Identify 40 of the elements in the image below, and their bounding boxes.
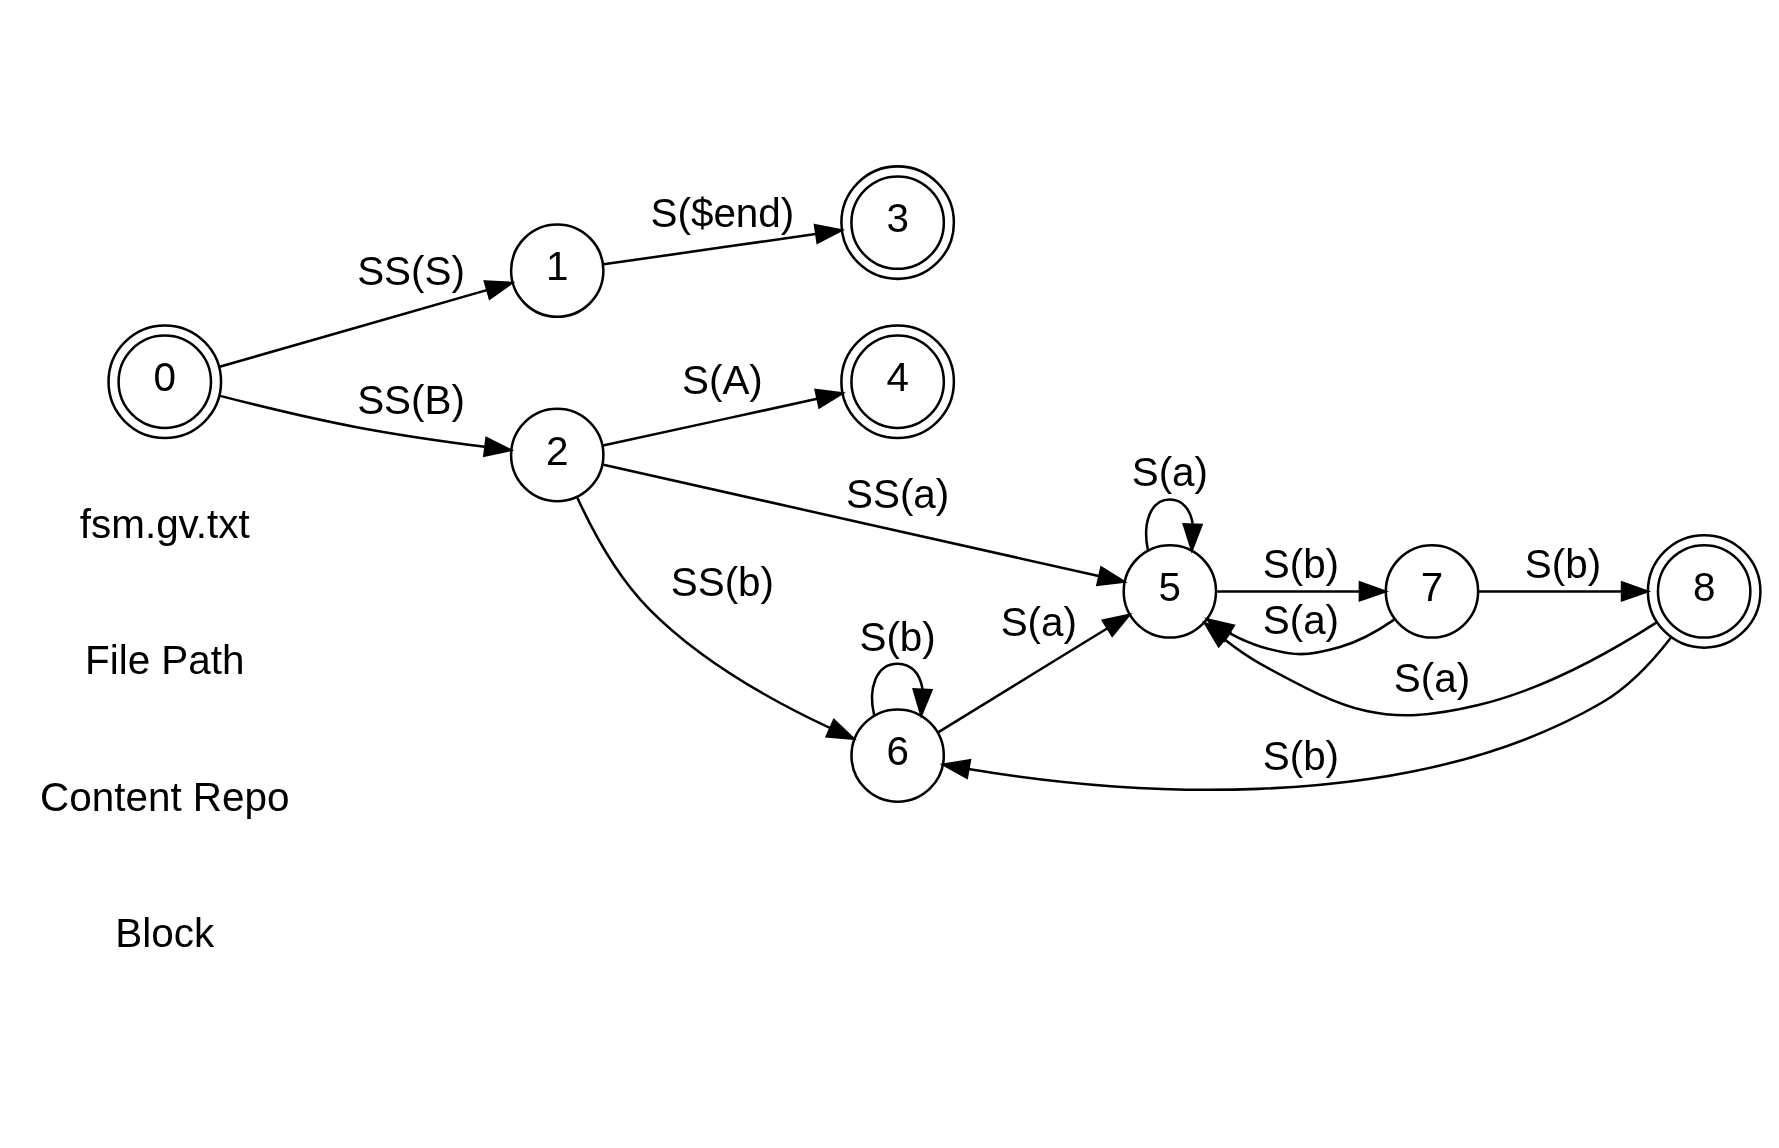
edge-label: S(a)	[1000, 598, 1077, 645]
edge-label: S(a)	[1262, 596, 1340, 643]
node-circle: 4	[840, 323, 956, 439]
label: fsm.gv.txt	[79, 500, 250, 547]
edge-label: S($end)	[650, 189, 795, 236]
arrow	[576, 496, 857, 740]
label: File Path	[85, 636, 245, 683]
edge-label: S(a)	[1393, 654, 1471, 701]
arrow	[602, 388, 846, 447]
edge-label: S(a)	[1131, 448, 1209, 495]
node-circle: 3	[840, 164, 956, 280]
edge-label: SS(a)	[846, 470, 950, 517]
arrow	[219, 279, 516, 368]
edge-label: S(b)	[859, 613, 936, 660]
arrow	[1217, 580, 1389, 602]
arrow	[219, 394, 515, 457]
node-circle: 6	[850, 707, 946, 803]
edge-label: SS(S)	[357, 247, 465, 294]
edge-label: S(b)	[1524, 540, 1602, 587]
node-circle: 7	[1384, 543, 1480, 639]
label: Block	[115, 909, 215, 956]
node-circle: 5	[1122, 543, 1218, 639]
node-circle: 1	[509, 222, 605, 318]
node-circle: 2	[509, 407, 605, 502]
edge-label: S(A)	[682, 356, 763, 403]
arrow	[1144, 497, 1204, 554]
arrow	[603, 463, 1128, 586]
label: Content Repo	[40, 773, 290, 820]
edge-label: SS(b)	[670, 558, 775, 605]
arrow	[937, 612, 1133, 733]
edge-label: S(b)	[1262, 732, 1340, 779]
arrow	[1202, 620, 1657, 716]
edge-label: S(b)	[1262, 540, 1340, 587]
node-circle: 0	[107, 323, 223, 439]
node-circle: 8	[1646, 533, 1762, 649]
arrow	[603, 223, 846, 266]
arrow	[1478, 580, 1652, 602]
arrow	[939, 636, 1672, 791]
arrow	[870, 661, 934, 719]
edge-label: SS(B)	[357, 376, 465, 423]
